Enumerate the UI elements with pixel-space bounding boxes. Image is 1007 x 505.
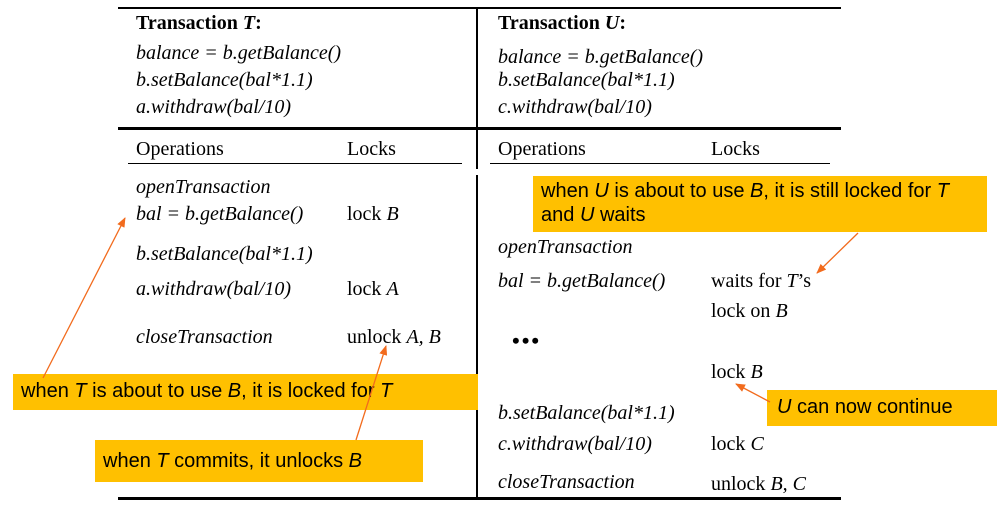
- callout-t-locked: when T is about to use B, it is locked f…: [13, 374, 478, 410]
- column-header-rule-left: [128, 163, 462, 164]
- u-waits-for-t: waits for T’s: [711, 270, 812, 292]
- u-op-close: closeTransaction: [498, 471, 635, 493]
- arrow-u-continue: [735, 383, 771, 403]
- u-op-get-balance: bal = b.getBalance(): [498, 270, 666, 292]
- t-op-close: closeTransaction: [136, 326, 273, 348]
- transaction-t-title: Transaction T:: [136, 12, 262, 34]
- center-divider-lower: [476, 175, 478, 497]
- u-code-line-2: b.setBalance(bal*1.1): [498, 69, 675, 91]
- column-header-rule-right: [490, 163, 830, 164]
- u-op-set-balance: b.setBalance(bal*1.1): [498, 402, 675, 424]
- t-code-line-1: balance = b.getBalance(): [136, 42, 342, 64]
- u-lock-on-b: lock on B: [711, 300, 788, 322]
- top-rule: [118, 7, 841, 9]
- transaction-u-title: Transaction U:: [498, 12, 626, 34]
- u-op-open: openTransaction: [498, 236, 633, 258]
- u-op-withdraw: c.withdraw(bal/10): [498, 433, 652, 455]
- t-code-line-2: b.setBalance(bal*1.1): [136, 69, 313, 91]
- u-lock-c: lock C: [711, 433, 764, 455]
- u-ellipsis: •••: [512, 328, 542, 353]
- t-op-get-balance: bal = b.getBalance(): [136, 203, 304, 225]
- t-locks-header: Locks: [347, 138, 396, 160]
- u-locks-header: Locks: [711, 138, 760, 160]
- header-separator-rule: [118, 127, 841, 130]
- t-op-open: openTransaction: [136, 176, 271, 198]
- callout-u-continue: U can now continue: [767, 390, 997, 426]
- t-op-set-balance: b.setBalance(bal*1.1): [136, 243, 313, 265]
- callout-u-waits: when U is about to use B, it is still lo…: [533, 176, 987, 232]
- arrow-t-locked: [42, 217, 126, 379]
- arrow-u-waits: [816, 232, 859, 274]
- arrow-t-commits: [355, 345, 388, 441]
- center-divider: [476, 8, 478, 169]
- t-code-line-3: a.withdraw(bal/10): [136, 96, 292, 118]
- u-operations-header: Operations: [498, 138, 586, 160]
- u-lock-b: lock B: [711, 361, 763, 383]
- callout-t-commits: when T commits, it unlocks B: [95, 440, 423, 482]
- t-operations-header: Operations: [136, 138, 224, 160]
- t-lock-a: lock A: [347, 278, 399, 300]
- t-op-withdraw: a.withdraw(bal/10): [136, 278, 292, 300]
- bottom-rule: [118, 497, 841, 500]
- u-code-line-3: c.withdraw(bal/10): [498, 96, 652, 118]
- t-lock-b: lock B: [347, 203, 399, 225]
- u-code-line-1: balance = b.getBalance(): [498, 46, 704, 68]
- t-unlock-a-b: unlock A, B: [347, 326, 441, 348]
- u-unlock-b-c: unlock B, C: [711, 473, 806, 495]
